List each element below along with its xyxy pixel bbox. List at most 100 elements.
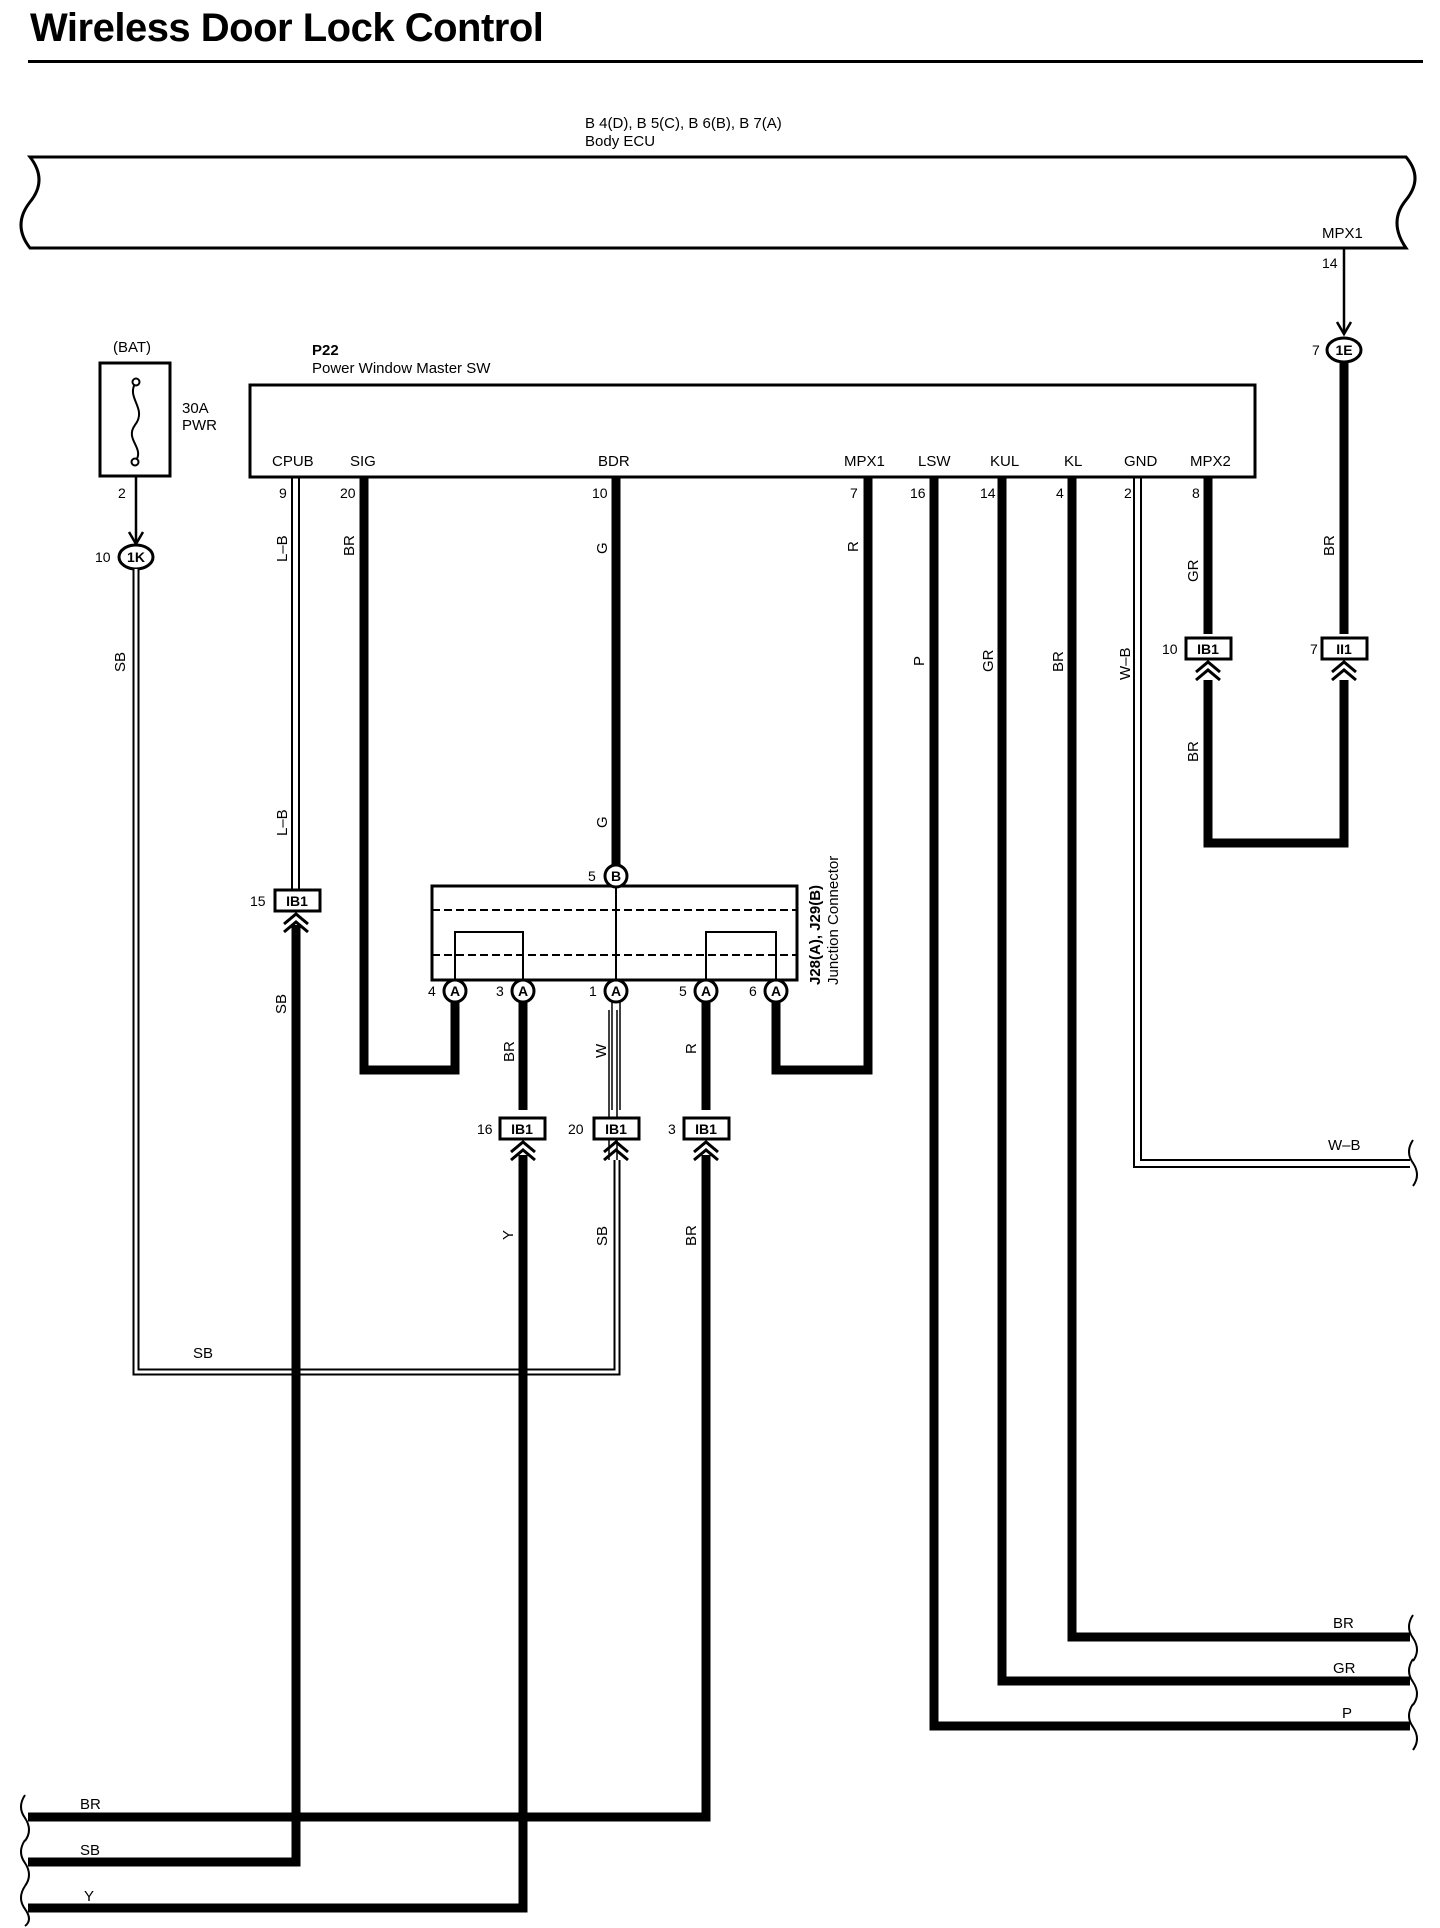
- wire-br-left: [28, 1155, 711, 1822]
- wire-label-br: BR: [1050, 651, 1067, 672]
- pin-lsw: 16: [910, 485, 926, 501]
- wire-label-p: P: [1342, 1705, 1352, 1722]
- svg-text:A: A: [771, 983, 781, 999]
- wire-label-gr: GR: [1185, 559, 1202, 582]
- chevron-up-icon: [283, 912, 309, 934]
- wire-label-br: BR: [341, 535, 358, 556]
- junction-connector: J28(A), J29(B) Junction Connector: [430, 856, 842, 985]
- body-ecu-terminal: MPX1: [1322, 225, 1363, 242]
- page-title: Wireless Door Lock Control: [30, 6, 544, 50]
- pin-mpx2: 8: [1192, 485, 1200, 501]
- wire-label-sb: SB: [112, 652, 129, 672]
- junction-pin-3: A 3: [496, 978, 536, 1004]
- wire-label-br: BR: [1321, 535, 1338, 556]
- junction-top-pin: B 5: [588, 863, 629, 889]
- junction-pin-5: A 5: [679, 978, 719, 1004]
- connector-ib1-15: IB1 15: [250, 888, 322, 934]
- svg-text:6: 6: [749, 983, 757, 999]
- connector-ib1-20: IB1 20: [568, 1116, 641, 1162]
- junction-pin-1: A 1: [589, 978, 629, 1004]
- wire-label-br: BR: [501, 1041, 518, 1062]
- svg-text:1K: 1K: [127, 549, 145, 565]
- svg-text:B: B: [611, 868, 621, 884]
- wire-wb-gnd: [1133, 477, 1410, 1168]
- chevron-up-icon: [1195, 660, 1221, 682]
- svg-text:IB1: IB1: [286, 893, 308, 909]
- svg-text:IB1: IB1: [695, 1121, 717, 1137]
- bat-label: (BAT): [113, 339, 151, 356]
- connector-ib1-10: IB1 10: [1162, 636, 1233, 682]
- wire-label-g: G: [594, 816, 611, 828]
- svg-text:16: 16: [477, 1121, 493, 1137]
- wire-label-wb: W–B: [1328, 1137, 1361, 1154]
- svg-text:7: 7: [1312, 342, 1320, 358]
- svg-text:10: 10: [95, 549, 111, 565]
- svg-text:20: 20: [568, 1121, 584, 1137]
- pin-bdr: 10: [592, 485, 608, 501]
- break-marks: [20, 1139, 1418, 1927]
- svg-text:A: A: [450, 983, 460, 999]
- wire-label-sb: SB: [80, 1842, 100, 1859]
- wire-label-lb: L–B: [274, 809, 291, 836]
- wire-label-wb: W–B: [1117, 647, 1134, 680]
- svg-text:IB1: IB1: [511, 1121, 533, 1137]
- wire-r-mpx1: [771, 477, 873, 1075]
- pin-kul: 14: [980, 485, 996, 501]
- wire-label-g: G: [594, 542, 611, 554]
- svg-text:5: 5: [679, 983, 687, 999]
- chevron-up-icon: [1331, 660, 1357, 682]
- wire-label-y: Y: [500, 1230, 517, 1240]
- wire-label-sb: SB: [594, 1226, 611, 1246]
- connector-ib1-3: IB1 3: [668, 1116, 731, 1162]
- wire-label-w: W: [593, 1043, 610, 1058]
- svg-text:5: 5: [588, 868, 596, 884]
- terminal-cpub: CPUB: [272, 453, 314, 470]
- wire-label-sb: SB: [193, 1345, 213, 1362]
- pin-kl: 4: [1056, 485, 1064, 501]
- wire-p-lsw: [929, 477, 1410, 1731]
- svg-text:II1: II1: [1336, 641, 1352, 657]
- terminal-gnd: GND: [1124, 453, 1158, 470]
- svg-text:3: 3: [496, 983, 504, 999]
- p22-code: P22: [312, 342, 339, 359]
- wire-br-loop: [1203, 680, 1349, 848]
- wire-label-br: BR: [1333, 1615, 1354, 1632]
- wire-label-r: R: [683, 1043, 700, 1054]
- pin-cpub: 9: [279, 485, 287, 501]
- wire-label-br: BR: [1185, 741, 1202, 762]
- p22-master-switch: P22 Power Window Master SW CPUB SIG BDR …: [248, 342, 1257, 501]
- body-ecu-name: Body ECU: [585, 133, 655, 150]
- connector-ib1-16: IB1 16: [477, 1116, 547, 1162]
- svg-text:3: 3: [668, 1121, 676, 1137]
- junction-pin-6: A 6: [749, 978, 789, 1004]
- fuse-name: PWR: [182, 417, 217, 434]
- terminal-sig: SIG: [350, 453, 376, 470]
- connector-1e: 1E 7: [1312, 336, 1363, 364]
- svg-text:7: 7: [1310, 641, 1318, 657]
- title-rule: [28, 60, 1423, 63]
- wire-y: [28, 1155, 528, 1913]
- arrow-icon: [1335, 321, 1353, 337]
- chevron-up-icon: [603, 1140, 629, 1162]
- wire-label-r: R: [845, 541, 862, 552]
- terminal-bdr: BDR: [598, 453, 630, 470]
- wire-label-gr: GR: [980, 649, 997, 672]
- body-ecu: B 4(D), B 5(C), B 6(B), B 7(A) Body ECU …: [19, 115, 1417, 250]
- wire-label-y: Y: [84, 1888, 94, 1905]
- terminal-lsw: LSW: [918, 453, 951, 470]
- terminal-mpx2: MPX2: [1190, 453, 1231, 470]
- terminal-mpx1: MPX1: [844, 453, 885, 470]
- wire-label-gr: GR: [1333, 1660, 1356, 1677]
- wire-br-kl: [1067, 477, 1410, 1642]
- pin-sig: 20: [340, 485, 356, 501]
- junction-pin-4: A 4: [428, 978, 468, 1004]
- svg-text:10: 10: [1162, 641, 1178, 657]
- wire-sb-ib1: [28, 925, 301, 1867]
- svg-text:4: 4: [428, 983, 436, 999]
- bat-pin: 2: [118, 485, 126, 501]
- chevron-up-icon: [693, 1140, 719, 1162]
- fuse-icon: [130, 381, 141, 463]
- body-ecu-code: B 4(D), B 5(C), B 6(B), B 7(A): [585, 115, 782, 132]
- svg-text:15: 15: [250, 893, 266, 909]
